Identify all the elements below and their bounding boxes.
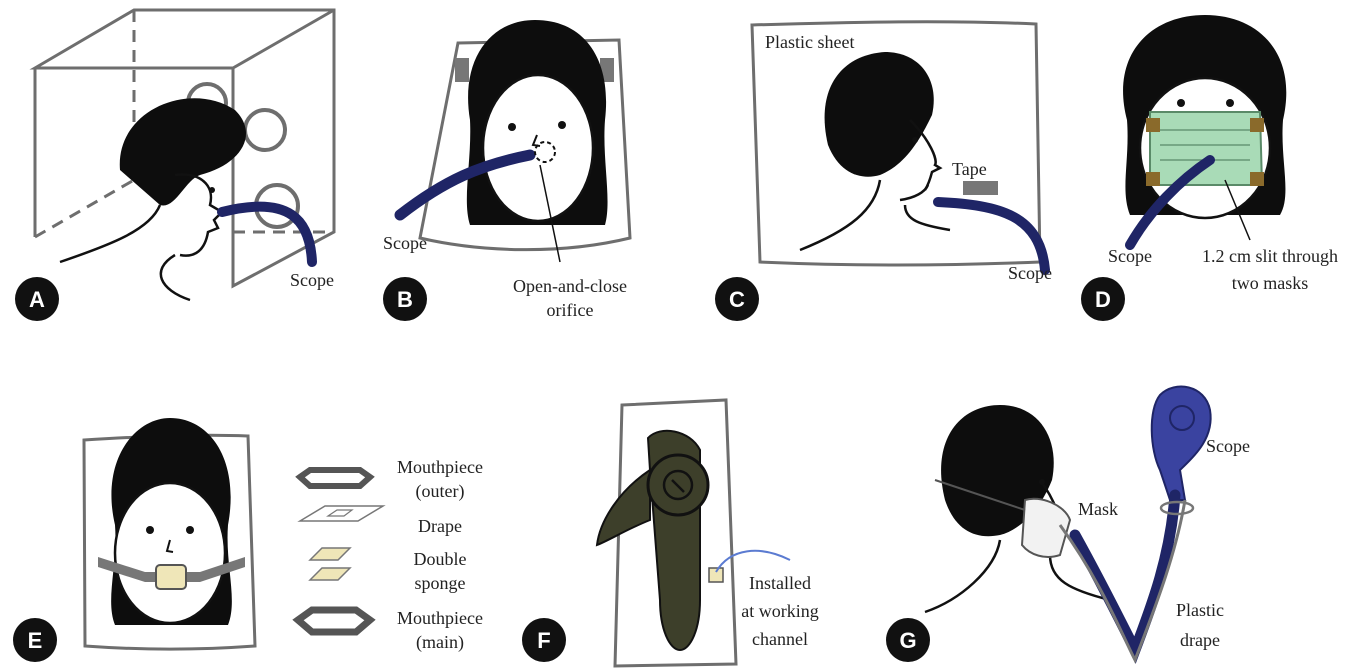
label-mouthpiece-main-1: Mouthpiece xyxy=(397,608,483,628)
scope-head-icon xyxy=(597,431,708,650)
label-mouthpiece-outer-1: Mouthpiece xyxy=(397,457,483,477)
label-scope-a: Scope xyxy=(290,270,334,290)
label-tape: Tape xyxy=(952,159,987,179)
badge-c-text: C xyxy=(729,287,745,312)
label-orifice-line1: Open-and-close xyxy=(513,276,627,296)
label-plastic-sheet: Plastic sheet xyxy=(765,32,854,52)
label-installed-3: channel xyxy=(752,629,808,649)
badge-d-text: D xyxy=(1095,287,1111,312)
label-scope-b: Scope xyxy=(383,233,427,253)
face-icon xyxy=(483,75,593,221)
label-scope-d: Scope xyxy=(1108,246,1152,266)
badge-a-text: A xyxy=(29,287,45,312)
label-installed-2: at working xyxy=(741,601,818,621)
tape-icon xyxy=(963,181,998,195)
label-mask-g: Mask xyxy=(1078,499,1118,519)
surgical-mask-icon xyxy=(1150,112,1262,185)
label-plastic-drape-2: drape xyxy=(1180,630,1220,650)
label-plastic-drape-1: Plastic xyxy=(1176,600,1224,620)
shield-strap-left xyxy=(455,58,469,82)
panel-e: Mouthpiece (outer) Drape Double sponge M… xyxy=(13,418,483,662)
mouthpiece-icon xyxy=(156,565,186,589)
label-drape-e: Drape xyxy=(418,516,462,536)
label-orifice-line2: orifice xyxy=(547,300,594,320)
panel-c: Plastic sheet Tape Scope C xyxy=(715,22,1052,321)
label-scope-c: Scope xyxy=(1008,263,1052,283)
hair-icon xyxy=(825,52,934,177)
badge-f-text: F xyxy=(537,628,550,653)
label-double-sponge-1: Double xyxy=(414,549,467,569)
sponge-icon xyxy=(310,548,350,580)
panel-a: Scope A xyxy=(15,10,334,321)
panel-d: Scope 1.2 cm slit through two masks D xyxy=(1081,15,1338,321)
scope-tube xyxy=(222,207,312,262)
label-mouthpiece-main-2: (main) xyxy=(416,632,464,653)
badge-g-text: G xyxy=(899,628,916,653)
mouthpiece-outer-icon xyxy=(300,470,370,486)
mouthpiece-main-icon xyxy=(298,610,370,632)
face-icon xyxy=(115,483,225,623)
patient-head-icon xyxy=(60,98,246,300)
drape-icon xyxy=(300,506,383,521)
label-scope-g: Scope xyxy=(1206,436,1250,456)
label-double-sponge-2: sponge xyxy=(415,573,466,593)
label-slit-line2: two masks xyxy=(1232,273,1309,293)
badge-b-text: B xyxy=(397,287,413,312)
label-slit-line1: 1.2 cm slit through xyxy=(1202,246,1338,266)
panel-f: Installed at working channel F xyxy=(522,400,819,666)
channel-line xyxy=(716,551,790,572)
label-mouthpiece-outer-2: (outer) xyxy=(416,481,465,502)
badge-e-text: E xyxy=(28,628,43,653)
scope-tube xyxy=(938,202,1045,270)
panel-b: Scope Open-and-close orifice B xyxy=(383,20,630,321)
panel-g: Scope Mask Plastic drape G xyxy=(886,387,1250,662)
label-installed-1: Installed xyxy=(749,573,811,593)
